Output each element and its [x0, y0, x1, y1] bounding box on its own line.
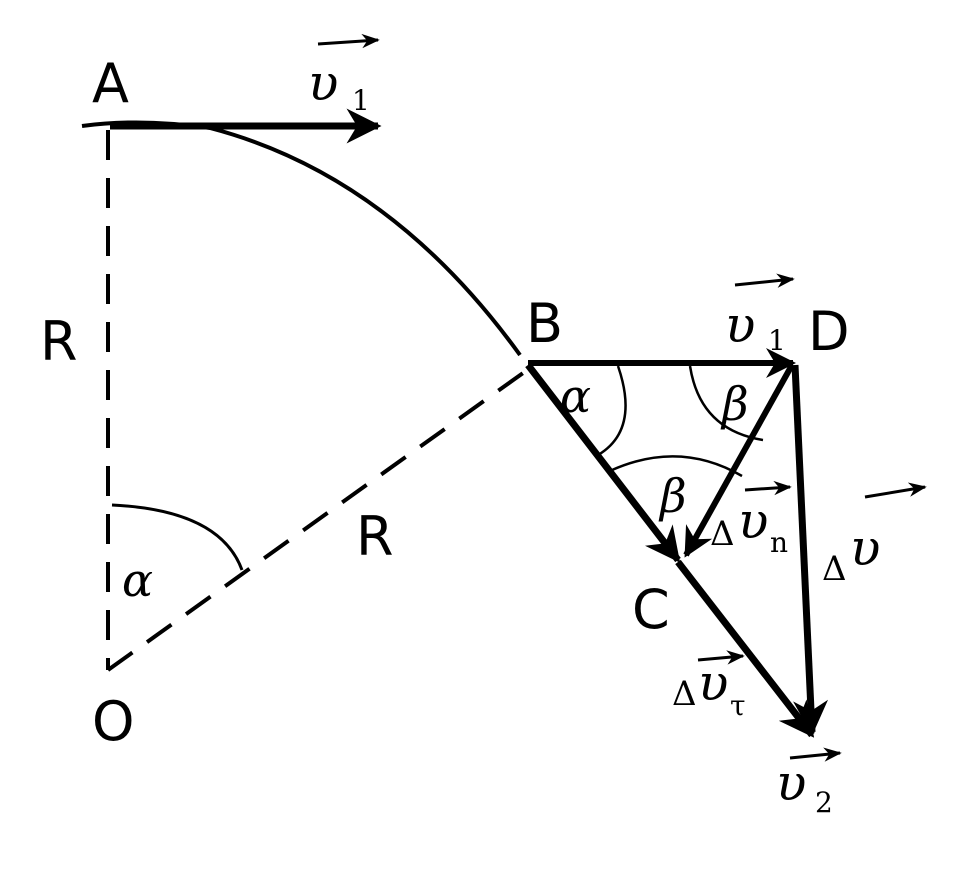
svg-text:2: 2	[815, 786, 833, 819]
label-point-d: D	[808, 300, 850, 363]
vector-delta-v-n	[683, 363, 795, 558]
label-length-r-diagonal: R	[356, 505, 394, 568]
svg-text:υ: υ	[850, 519, 880, 577]
label-vector-v1-bd: υ 1	[725, 296, 786, 357]
trajectory-arc	[81, 120, 522, 357]
label-vector-delta-v-tau: Δ υ τ	[672, 654, 746, 722]
radius-ob-dashed	[106, 366, 532, 672]
label-angle-beta-at-d: β	[720, 377, 749, 431]
svg-text:Δ: Δ	[672, 674, 697, 714]
overarrow-v1-top	[317, 33, 380, 49]
svg-text:υ: υ	[308, 54, 338, 112]
angle-arc-beta-at-d	[688, 365, 764, 442]
angle-arc-alpha-at-b	[597, 365, 627, 457]
label-point-a: A	[92, 52, 129, 115]
svg-text:n: n	[770, 526, 788, 559]
svg-text:Δ: Δ	[710, 514, 735, 554]
angle-arc-beta-at-c	[611, 455, 743, 478]
overarrow-v2	[789, 747, 842, 762]
overarrow-delta-v	[864, 482, 927, 499]
svg-text:1: 1	[768, 324, 786, 357]
overarrow-delta-v-tau	[697, 650, 745, 665]
svg-text:υ: υ	[698, 654, 728, 712]
label-point-b: B	[526, 292, 563, 355]
label-angle-beta-at-c: β	[658, 469, 687, 523]
vector-bc	[525, 362, 681, 563]
svg-text:υ: υ	[776, 754, 806, 812]
label-vector-delta-v: Δ υ	[822, 519, 880, 589]
label-angle-alpha-center: α	[122, 553, 153, 607]
label-vector-delta-v-n: Δ υ n	[710, 492, 788, 559]
label-point-o: O	[92, 690, 135, 753]
svg-text:υ: υ	[725, 296, 755, 354]
svg-text:τ: τ	[730, 689, 746, 722]
svg-text:υ: υ	[738, 492, 768, 550]
svg-text:1: 1	[352, 84, 370, 117]
angle-arc-alpha-at-o	[111, 503, 244, 571]
overarrow-v1-bd	[734, 273, 795, 288]
vector-v2	[675, 559, 815, 738]
svg-text:Δ: Δ	[822, 549, 847, 589]
label-angle-alpha-at-b: α	[560, 369, 591, 423]
label-vector-v1-top: υ 1	[308, 54, 370, 117]
label-vector-v2: υ 2	[776, 754, 833, 819]
vector-delta-v	[791, 364, 829, 736]
overarrow-delta-v-n	[744, 480, 792, 496]
label-point-c: C	[632, 578, 670, 641]
label-length-r-vertical: R	[40, 310, 78, 373]
